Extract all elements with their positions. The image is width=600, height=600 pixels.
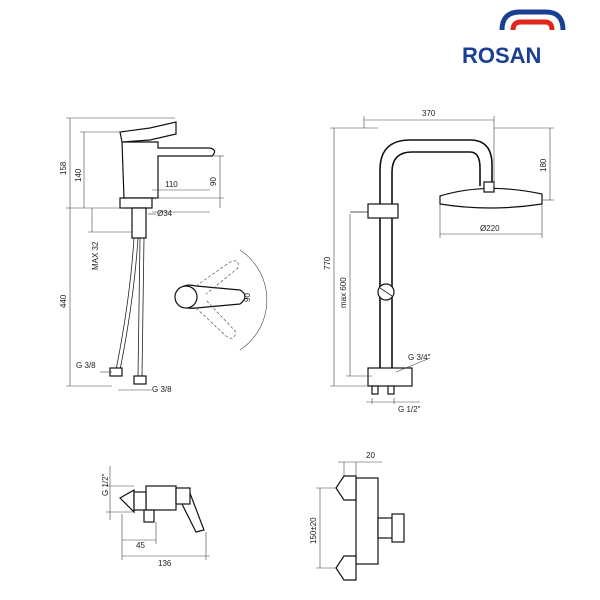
basin-mixer-hose-right2 [141, 237, 145, 377]
shower-mixer-outlet [143, 509, 155, 523]
dim-180: 180 [539, 158, 548, 172]
logo-text: ROSAN [462, 43, 541, 68]
dim-110: 110 [165, 180, 178, 189]
handle-rotation-arc [239, 249, 268, 351]
basin-mixer-thread [131, 207, 147, 239]
dim-220: Ø220 [480, 224, 500, 233]
shower-inlet-right [387, 385, 395, 395]
dim-max32: MAX 32 [91, 241, 100, 270]
shower-mixer-body [367, 367, 413, 387]
logo-arc-red [510, 19, 555, 31]
basin-mixer-nut-right [133, 375, 147, 385]
dim-136: 136 [158, 559, 172, 568]
shower-mixer-nut [133, 491, 147, 511]
shower-riser [379, 139, 493, 376]
dim-770: 770 [323, 256, 332, 270]
shower-wall-bracket [367, 203, 399, 219]
shower-riser-inner [391, 151, 481, 376]
dim-g12-small: G 1/2" [101, 473, 110, 496]
dim-34: Ø34 [157, 209, 173, 218]
dim-158: 158 [59, 161, 68, 175]
dim-20: 20 [366, 451, 375, 460]
rosan-logo: ROSAN [462, 9, 566, 68]
wall-mixer-connector-top [335, 475, 357, 501]
dim-150: 150±20 [309, 517, 318, 544]
handle-knob [174, 285, 198, 309]
logo-arc-blue [499, 9, 566, 31]
shower-mixer-handle-block [175, 487, 191, 505]
dim-g38-left: G 3/8 [76, 361, 96, 370]
dim-max600: max 600 [339, 277, 348, 308]
shower-mixer-body-small [145, 485, 177, 511]
basin-mixer-hose-left2 [119, 237, 139, 371]
basin-mixer-body [121, 141, 216, 199]
shower-mixer-drawing: G 1/2" 45 136 [101, 466, 210, 568]
wall-mixer-connector-bottom [335, 555, 357, 581]
dim-140: 140 [74, 168, 83, 182]
shower-column-drawing: 370 180 Ø220 770 max 600 G 3/4" G 1/2" [323, 109, 554, 414]
basin-mixer-base [119, 197, 153, 209]
basin-mixer-drawing: 158 140 110 90 Ø34 MAX 32 440 G 3/8 G 3/… [59, 117, 268, 394]
dim-90-handle: 90 [243, 293, 252, 302]
wall-mixer-body [355, 477, 379, 565]
basin-mixer-hose-right [137, 237, 141, 377]
basin-mixer-lever [119, 121, 177, 143]
dim-370: 370 [422, 109, 436, 118]
dim-g38-bottom: G 3/8 [152, 385, 172, 394]
shower-mixer-connector [119, 488, 135, 514]
wall-mixer-drawing: 20 150±20 [309, 451, 405, 581]
dim-90: 90 [209, 177, 218, 186]
shower-head-neck [483, 181, 495, 193]
dim-g34: G 3/4" [408, 353, 431, 362]
wall-mixer-handle-cap [391, 513, 405, 543]
shower-inlet-left [371, 385, 379, 395]
handle-ghost-lower [195, 299, 237, 339]
dim-45: 45 [136, 541, 145, 550]
basin-mixer-hose-left [115, 237, 135, 371]
handle-ghost-upper [195, 260, 239, 295]
dim-g12: G 1/2" [398, 405, 421, 414]
dim-440: 440 [59, 294, 68, 308]
